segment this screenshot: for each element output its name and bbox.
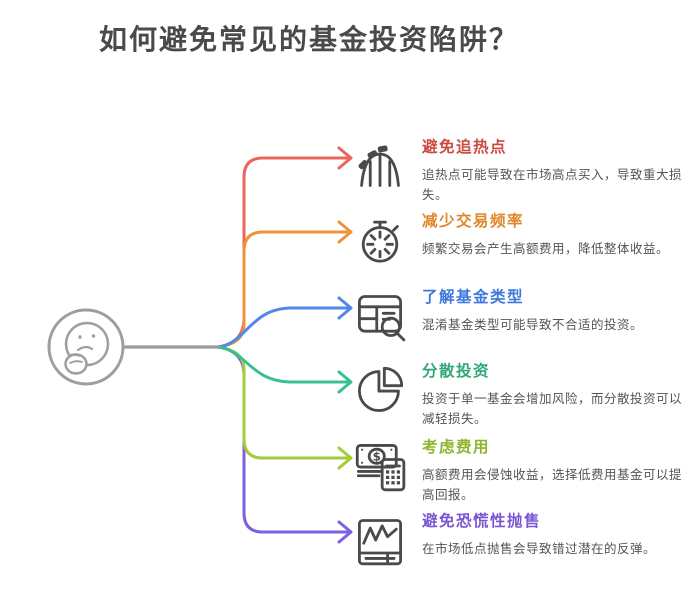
money-calculator-icon: $ bbox=[354, 440, 406, 492]
branch-item-reduce-trading-frequency: 减少交易频率 频繁交易会产生高额费用，降低整体收益。 bbox=[354, 211, 694, 263]
branch-line-4 bbox=[216, 345, 353, 394]
branch-description: 混淆基金类型可能导致不合适的投资。 bbox=[422, 318, 644, 332]
branch-item-diversify-investments: 分散投资 投资于单一基金会增加风险，而分散投资可以减轻损失。 bbox=[354, 361, 694, 430]
branch-title: 避免追热点 bbox=[422, 139, 508, 156]
thinking-face-icon bbox=[47, 308, 125, 386]
branch-line-6 bbox=[216, 345, 353, 544]
branch-item-know-fund-types: 了解基金类型 混淆基金类型可能导致不合适的投资。 bbox=[354, 287, 694, 342]
branch-line-2 bbox=[216, 220, 353, 349]
branch-item-consider-fees: $ 考虑费用 高额费用会侵蚀收益，选择低费用基金可以提高回报。 bbox=[354, 437, 694, 506]
branch-description: 投资于单一基金会增加风险，而分散投资可以减轻损失。 bbox=[422, 392, 683, 427]
branch-title: 考虑费用 bbox=[422, 439, 491, 456]
panic-sell-chart-icon bbox=[354, 514, 406, 566]
branch-item-avoid-chasing-hot-trends: 避免追热点 追热点可能导致在市场高点买入，导致重大损失。 bbox=[354, 137, 694, 206]
branch-title: 减少交易频率 bbox=[422, 213, 525, 230]
fund-type-search-icon bbox=[354, 290, 406, 342]
branch-title: 分散投资 bbox=[422, 363, 491, 380]
branch-description: 高额费用会侵蚀收益，选择低费用基金可以提高回报。 bbox=[422, 468, 683, 503]
branch-description: 在市场低点抛售会导致错过潜在的反弹。 bbox=[422, 542, 657, 556]
pie-chart-icon bbox=[354, 364, 406, 416]
branch-line-3 bbox=[216, 296, 353, 349]
page-title: 如何避免常见的基金投资陷阱？ bbox=[99, 25, 520, 56]
branch-description: 频繁交易会产生高额费用，降低整体收益。 bbox=[422, 242, 670, 256]
svg-text:$: $ bbox=[373, 450, 381, 464]
branch-line-5 bbox=[216, 345, 353, 470]
roller-coaster-icon bbox=[354, 140, 406, 192]
branch-description: 追热点可能导致在市场高点买入，导致重大损失。 bbox=[422, 168, 683, 203]
branch-title: 了解基金类型 bbox=[422, 289, 525, 306]
branch-title: 避免恐慌性抛售 bbox=[422, 513, 542, 530]
stopwatch-icon bbox=[354, 214, 406, 266]
branch-line-1 bbox=[216, 146, 353, 349]
branch-item-avoid-panic-selling: 避免恐慌性抛售 在市场低点抛售会导致错过潜在的反弹。 bbox=[354, 511, 694, 566]
